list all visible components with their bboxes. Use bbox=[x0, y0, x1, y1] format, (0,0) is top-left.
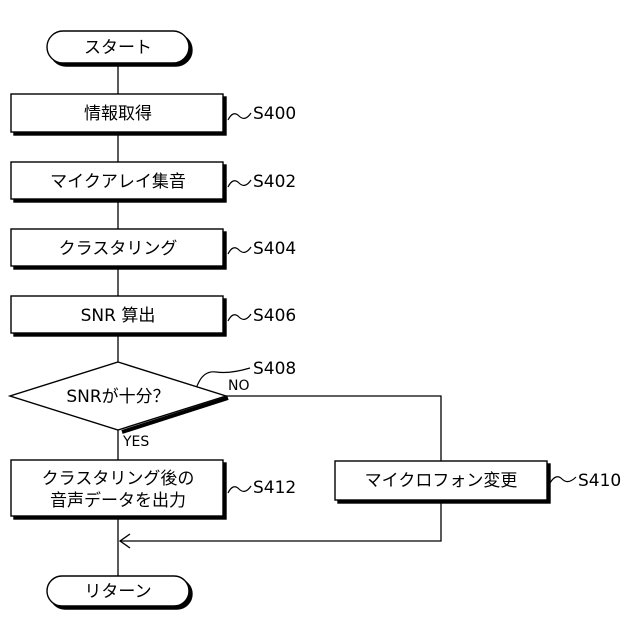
leader-s406 bbox=[228, 314, 251, 321]
step-ref-s410: S410 bbox=[578, 471, 621, 491]
process-label-s410: マイクロフォン変更 bbox=[365, 471, 518, 491]
decision-label-s408: SNRが十分？ bbox=[66, 387, 169, 407]
leader-s404 bbox=[228, 247, 251, 254]
step-ref-s402: S402 bbox=[253, 172, 296, 192]
leader-s412 bbox=[228, 486, 251, 493]
step-ref-s406: S406 bbox=[253, 306, 296, 326]
process-label-s412-line1: クラスタリング後の bbox=[42, 469, 195, 489]
start-label: スタート bbox=[84, 38, 152, 58]
step-ref-s400: S400 bbox=[253, 104, 296, 124]
connector-s408-s410-no bbox=[226, 396, 441, 461]
branch-label-no: NO bbox=[228, 378, 250, 394]
leader-s400 bbox=[228, 113, 251, 120]
process-label-s406: SNR 算出 bbox=[81, 306, 156, 326]
branch-label-yes: YES bbox=[122, 434, 149, 450]
step-ref-s408: S408 bbox=[253, 359, 296, 379]
end-label: リターン bbox=[84, 582, 151, 602]
leader-s410 bbox=[550, 477, 576, 483]
leader-s402 bbox=[228, 180, 251, 187]
process-label-s400: 情報取得 bbox=[84, 104, 152, 124]
process-label-s412-line2: 音声データを出力 bbox=[50, 490, 186, 511]
process-label-s402: マイクアレイ集音 bbox=[50, 172, 186, 192]
process-label-s404: クラスタリング bbox=[59, 239, 178, 259]
step-ref-s412: S412 bbox=[253, 478, 296, 498]
step-leaders bbox=[196, 113, 576, 493]
step-ref-s404: S404 bbox=[253, 239, 296, 259]
